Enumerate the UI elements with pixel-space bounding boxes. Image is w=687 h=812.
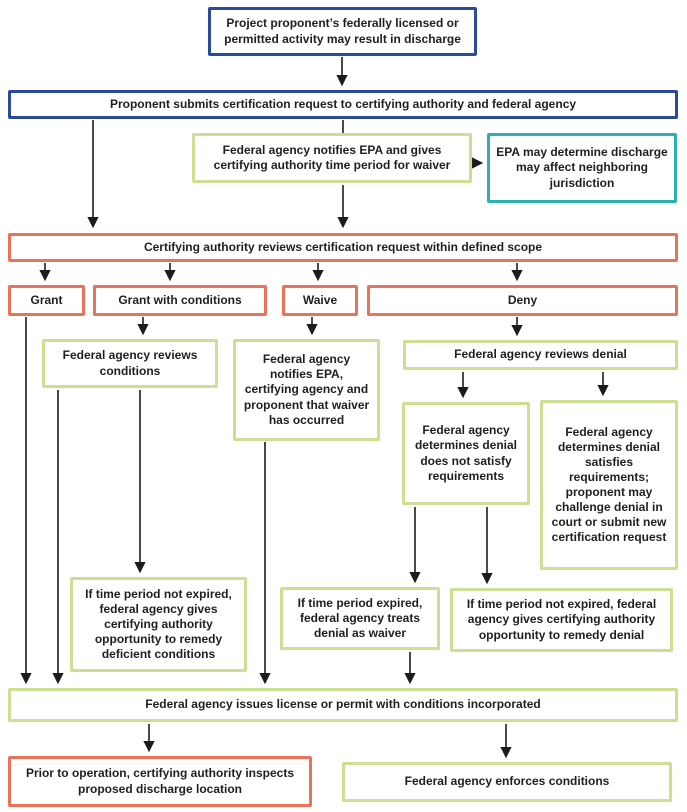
node-review-scope: Certifying authority reviews certificati… [8, 233, 678, 262]
node-remedy-denial: If time period not expired, federal agen… [450, 588, 673, 652]
node-reviews-conditions: Federal agency reviews conditions [42, 339, 218, 388]
node-denial-satisfies: Federal agency determines denial satisfi… [540, 400, 678, 570]
node-waive: Waive [282, 285, 358, 316]
node-notify-waiver-period: Federal agency notifies EPA and gives ce… [192, 133, 472, 183]
node-denial-not-satisfy: Federal agency determines denial does no… [402, 402, 530, 505]
node-issues-license: Federal agency issues license or permit … [8, 688, 678, 722]
node-remedy-deficient: If time period not expired, federal agen… [70, 577, 247, 672]
node-reviews-denial: Federal agency reviews denial [403, 340, 678, 370]
node-deny: Deny [367, 285, 678, 316]
node-proponent-activity: Project proponent’s federally licensed o… [208, 7, 477, 56]
node-grant: Grant [8, 285, 85, 316]
node-enforces-conditions: Federal agency enforces conditions [342, 762, 672, 802]
node-inspects-location: Prior to operation, certifying authority… [8, 756, 312, 807]
node-notifies-waiver-occurred: Federal agency notifies EPA, certifying … [233, 339, 380, 441]
node-epa-neighbor: EPA may determine discharge may affect n… [487, 133, 677, 203]
node-submit-request: Proponent submits certification request … [8, 90, 678, 119]
node-denial-as-waiver: If time period expired, federal agency t… [280, 587, 440, 650]
node-grant-with-conditions: Grant with conditions [93, 285, 267, 316]
